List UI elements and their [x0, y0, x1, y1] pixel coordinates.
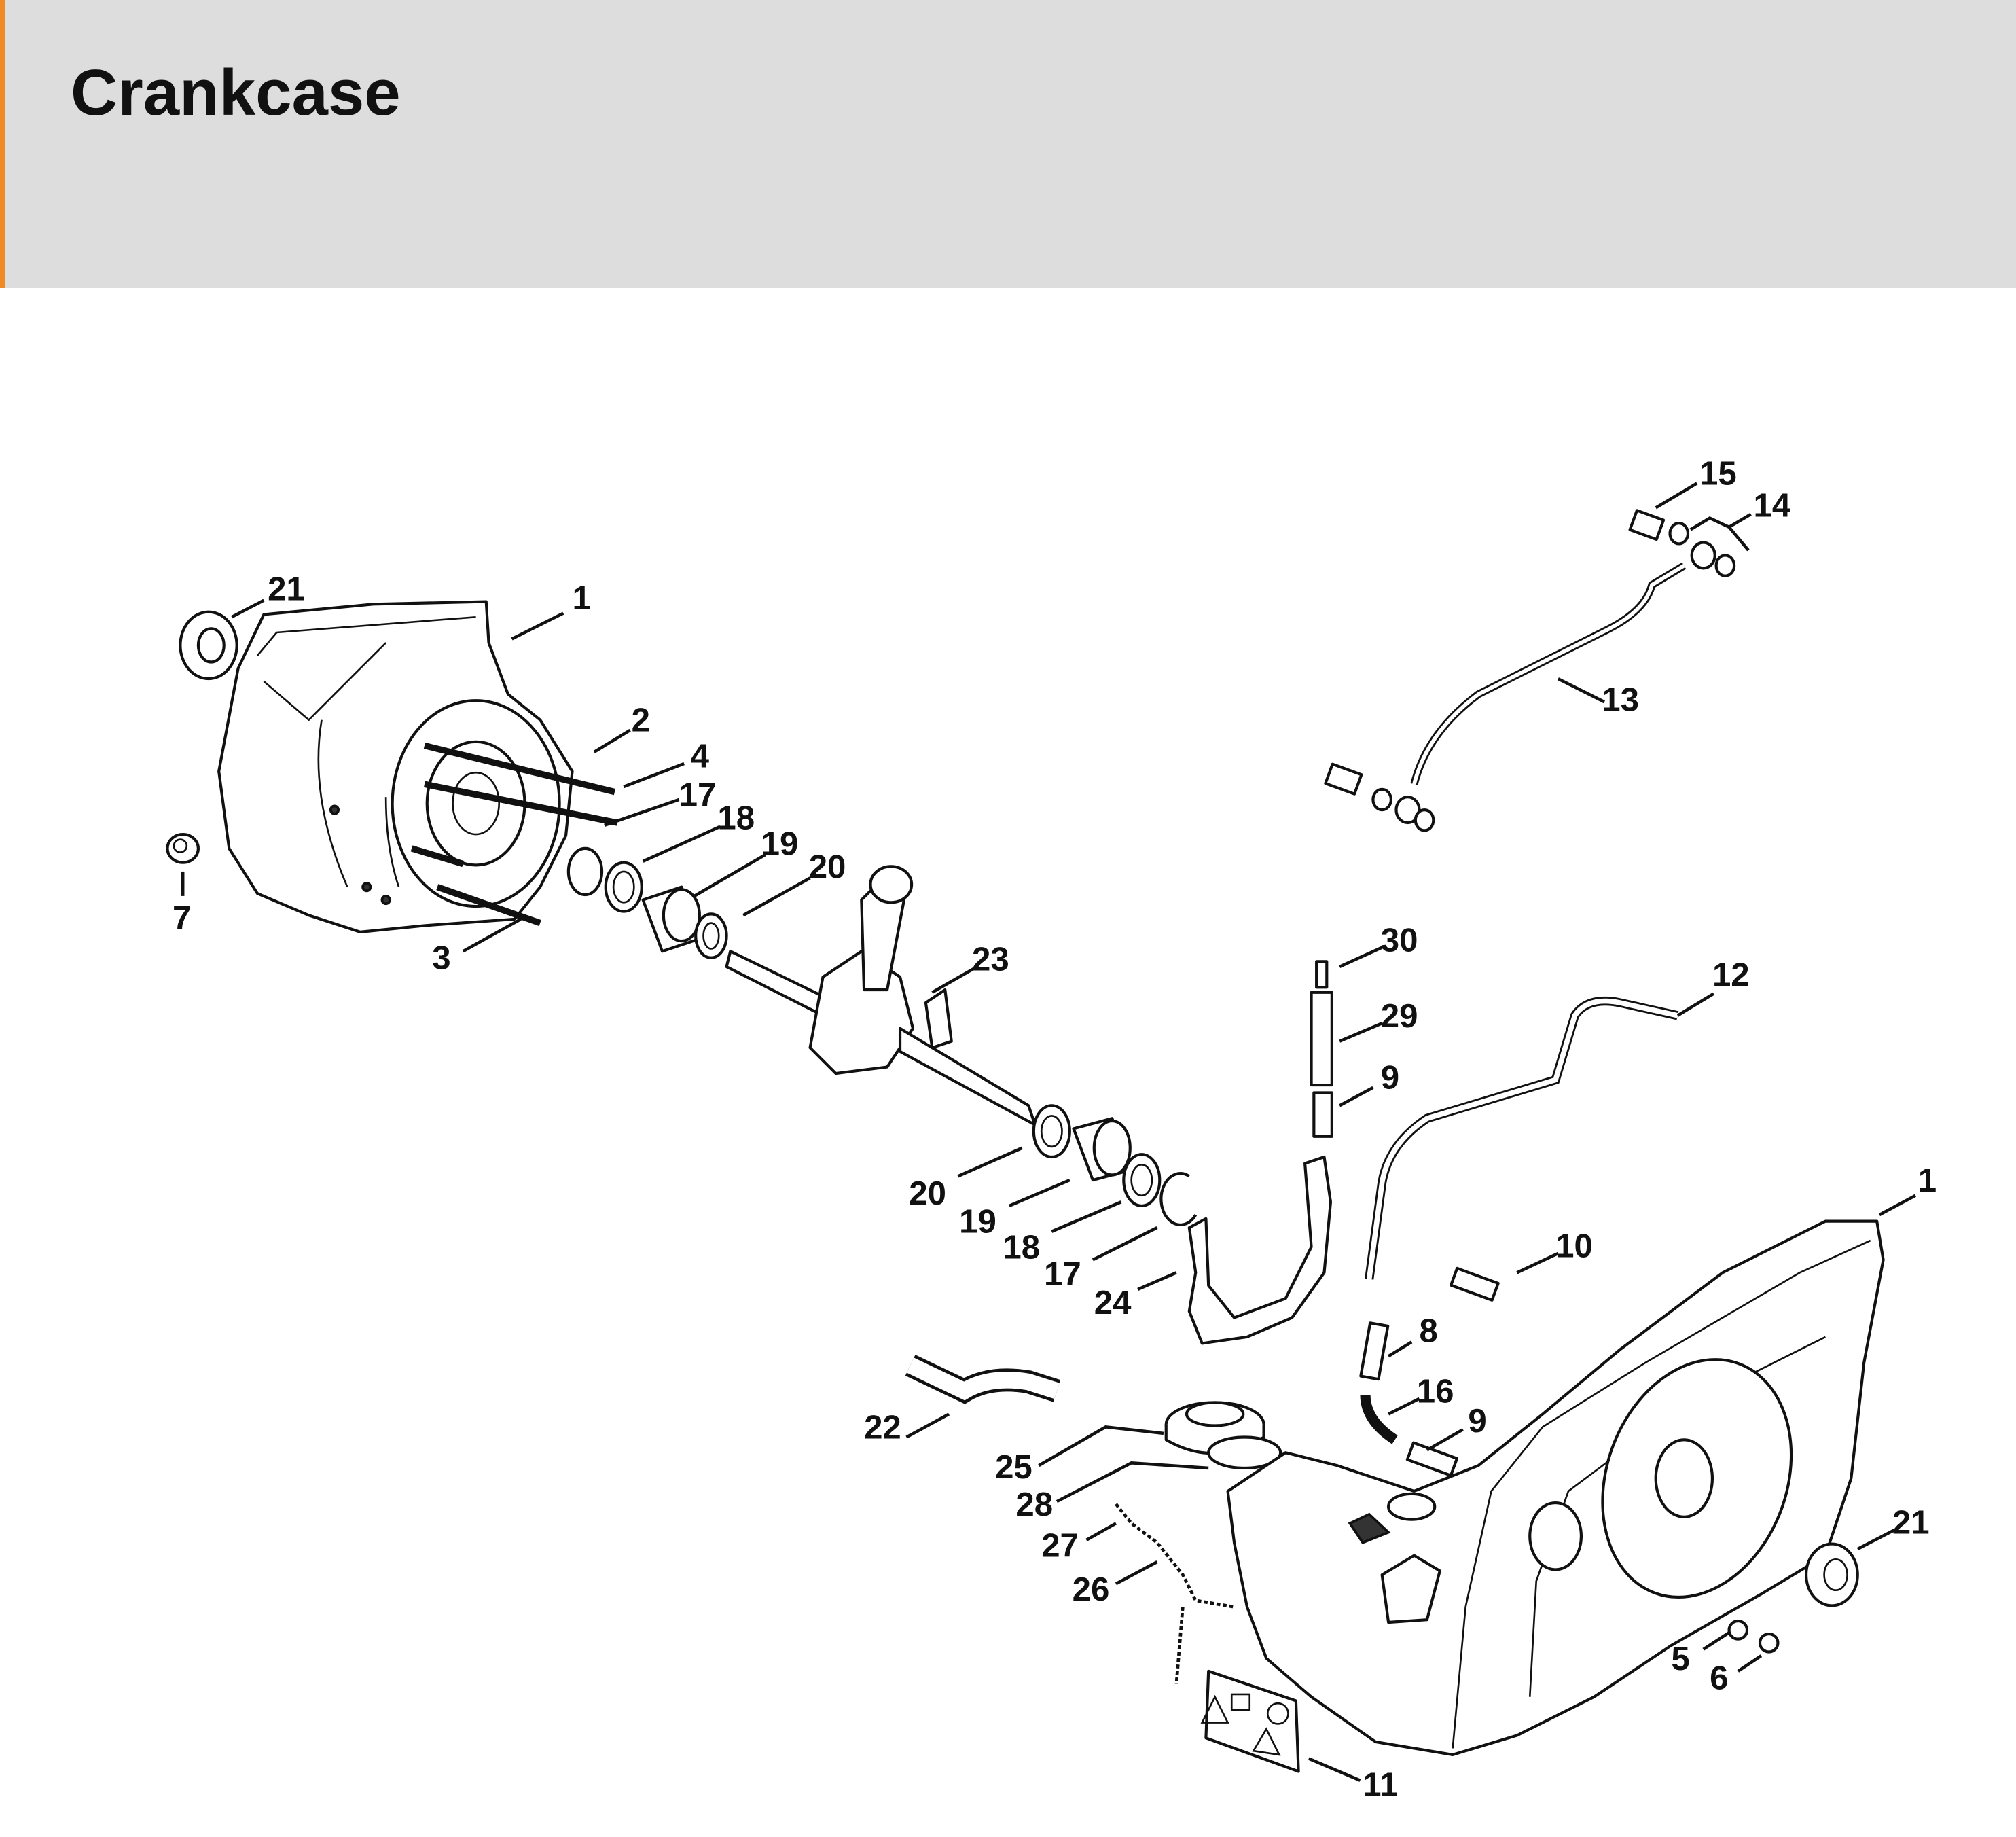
pin-stack [1310, 960, 1333, 1138]
callout-28: 28 [1015, 1486, 1053, 1523]
callout-24: 24 [1094, 1284, 1132, 1321]
callout-20: 20 [809, 848, 846, 885]
callout-18: 18 [717, 799, 755, 836]
callout-8: 8 [1420, 1312, 1438, 1349]
callout-14: 14 [1753, 487, 1790, 524]
callout-26: 26 [1073, 1571, 1110, 1608]
fittings [1359, 1266, 1500, 1477]
callout-5: 5 [1671, 1640, 1689, 1677]
callout-18-lower: 18 [1003, 1228, 1040, 1266]
callout-23: 23 [972, 941, 1009, 978]
callout-17: 17 [679, 776, 717, 813]
callout-4: 4 [691, 738, 710, 775]
warning-label-11 [1200, 1669, 1300, 1773]
callout-10: 10 [1555, 1228, 1593, 1265]
callout-3: 3 [432, 940, 450, 977]
callout-29: 29 [1381, 997, 1418, 1035]
oil-line-12 [1365, 996, 1679, 1280]
callout-6: 6 [1710, 1659, 1728, 1696]
callout-25: 25 [995, 1448, 1032, 1486]
callout-labels: 1 21 2 4 17 18 19 20 7 3 23 13 15 14 30 … [173, 454, 1937, 1803]
callout-17-lower: 17 [1044, 1255, 1081, 1293]
oil-seal-21-right [1804, 1542, 1859, 1607]
callout-15: 15 [1699, 454, 1737, 492]
callout-13: 13 [1602, 681, 1639, 718]
gasket-24 [1187, 1155, 1333, 1345]
bearing-set-right [1032, 1104, 1198, 1226]
callout-19: 19 [761, 825, 799, 862]
callout-1-right: 1 [1918, 1162, 1937, 1199]
accent-stripe [0, 0, 5, 288]
crankshaft [725, 865, 1037, 1126]
callout-9: 9 [1381, 1059, 1399, 1096]
callout-20-lower: 20 [909, 1175, 946, 1212]
callout-19-lower: 19 [959, 1203, 996, 1241]
callout-16: 16 [1417, 1372, 1454, 1410]
leader-lines [181, 482, 1916, 1782]
nut-7 [166, 832, 200, 864]
oil-seal-21-left [179, 610, 238, 681]
oil-line-13 [1324, 509, 1736, 832]
callout-30: 30 [1381, 921, 1418, 959]
callout-1: 1 [573, 579, 591, 617]
bearing-set-left [566, 846, 728, 959]
callout-22: 22 [864, 1408, 901, 1446]
callout-7: 7 [173, 899, 191, 937]
page-title: Crankcase [71, 56, 401, 129]
callout-21-right: 21 [1892, 1503, 1930, 1541]
cap-chain [1115, 1503, 1235, 1685]
filler-cap [1164, 1401, 1282, 1470]
crankcase-right-half [1226, 1219, 1885, 1756]
callout-11: 11 [1363, 1766, 1398, 1803]
nuts-5-6 [1727, 1620, 1780, 1654]
callout-21: 21 [268, 571, 305, 608]
studs [410, 742, 618, 927]
callout-12: 12 [1712, 956, 1750, 993]
header-band: Crankcase [0, 0, 2016, 288]
callout-27: 27 [1041, 1527, 1079, 1564]
callout-9-lower: 9 [1468, 1402, 1486, 1440]
hose-22 [905, 1355, 1061, 1404]
callout-2: 2 [632, 702, 650, 739]
